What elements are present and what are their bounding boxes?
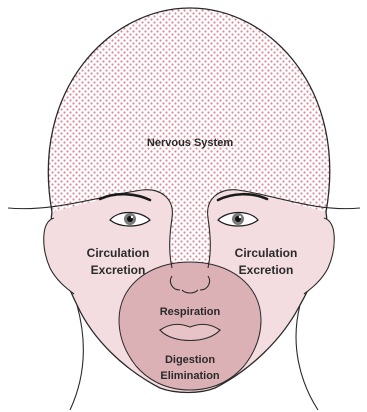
neck-left [70, 305, 83, 410]
label-left-cheek-line2: Excretion [91, 263, 146, 277]
label-right-cheek-line1: Circulation [235, 246, 298, 260]
label-nervous-system: Nervous System [147, 137, 233, 149]
label-left-cheek-line1: Circulation [87, 246, 150, 260]
label-respiration: Respiration [160, 306, 221, 318]
neck-right [296, 305, 318, 410]
label-right-cheek-line2: Excretion [239, 263, 294, 277]
label-elimination: Elimination [160, 370, 220, 382]
label-digestion: Digestion [165, 354, 215, 366]
